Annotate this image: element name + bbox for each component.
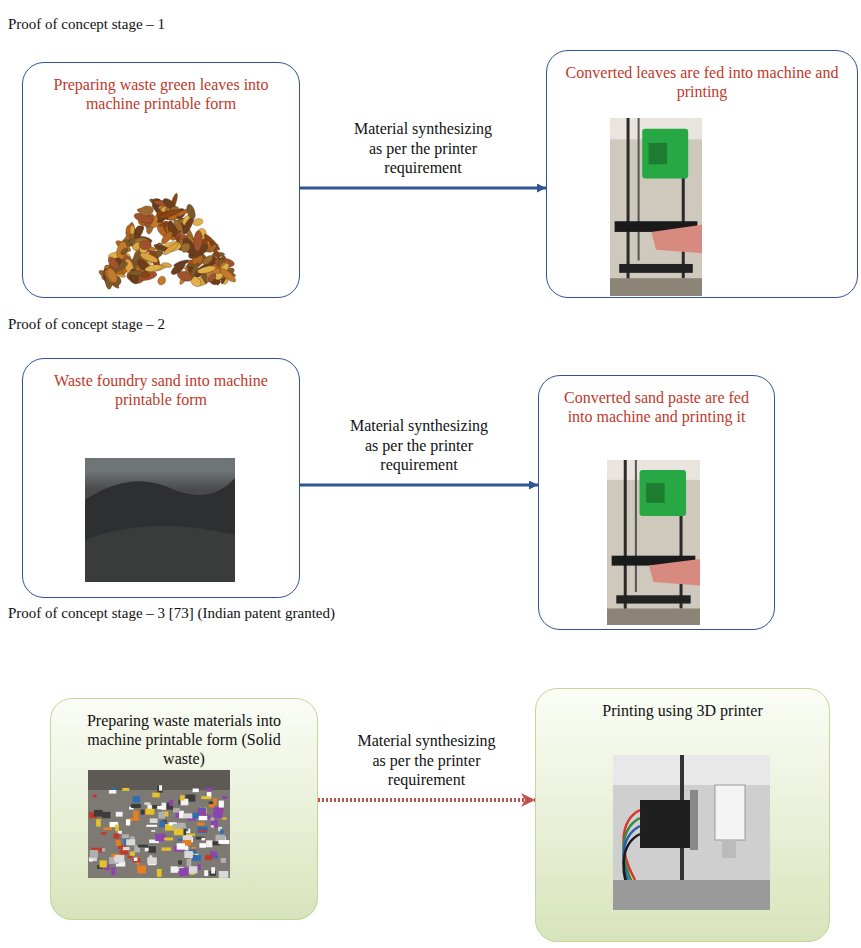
solid-waste-photo [88, 770, 230, 878]
box-fills [50, 688, 830, 942]
box-fill [50, 698, 318, 920]
leaves-photo [98, 193, 238, 290]
process-box: Preparing waste materials into machine p… [50, 698, 318, 920]
flow-arrow [318, 798, 535, 802]
box-text: Preparing waste materials into machine p… [51, 699, 317, 769]
sand-photo [85, 458, 235, 582]
process-box: Converted leaves are fed into machine an… [546, 50, 858, 298]
box-text: Converted sand paste are fed into machin… [539, 376, 774, 426]
printer-photo [607, 460, 700, 625]
edge-label: Material synthesizing as per the printer… [342, 415, 496, 475]
printer-photo [610, 118, 702, 296]
stage-heading: Proof of concept stage – 3 [73] (Indian … [8, 605, 335, 622]
edge-label: Material synthesizing as per the printer… [350, 730, 504, 790]
process-box: Waste foundry sand into machine printabl… [22, 358, 300, 598]
process-box: Converted sand paste are fed into machin… [538, 375, 775, 630]
flow-arrow [300, 484, 538, 487]
stage-heading: Proof of concept stage – 1 [8, 16, 165, 33]
process-box: Preparing waste green leaves into machin… [22, 62, 300, 298]
edge-label: Material synthesizing as per the printer… [346, 118, 500, 178]
stage-heading: Proof of concept stage – 2 [8, 316, 165, 333]
box-text: Preparing waste green leaves into machin… [23, 63, 299, 113]
box-fill [535, 688, 830, 942]
process-box: Printing using 3D printer [535, 688, 830, 942]
box-text: Printing using 3D printer [536, 689, 829, 720]
flow-arrow [300, 187, 546, 190]
box-text: Converted leaves are fed into machine an… [547, 51, 857, 101]
printer-photo [613, 755, 770, 910]
box-text: Waste foundry sand into machine printabl… [23, 359, 299, 409]
